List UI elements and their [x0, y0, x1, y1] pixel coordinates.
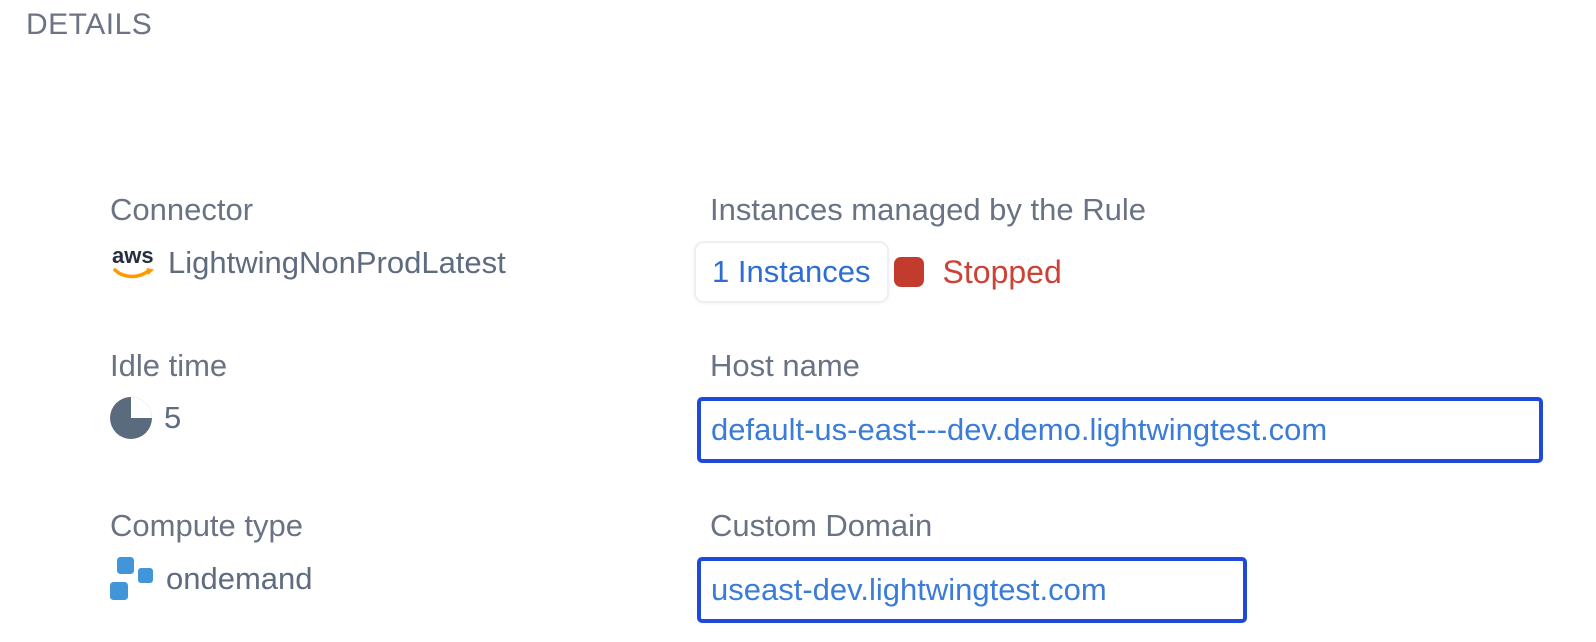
- page-title: DETAILS: [26, 8, 153, 41]
- connector-label: Connector: [110, 192, 254, 227]
- idle-time-value: 5: [164, 400, 182, 435]
- stopped-square-icon: [893, 257, 924, 287]
- compute-type-label: Compute type: [110, 508, 303, 543]
- instances-label: Instances managed by the Rule: [710, 192, 1146, 227]
- instances-status-text: Stopped: [942, 253, 1062, 290]
- idle-pie-icon: [110, 397, 152, 439]
- field-host-name: Host name default-us-east---dev.demo.lig…: [697, 346, 1543, 463]
- instances-count-link[interactable]: 1 Instances: [694, 241, 889, 303]
- field-idle-time: Idle time 5: [110, 346, 227, 439]
- idle-time-label: Idle time: [110, 348, 228, 383]
- field-instances: Instances managed by the Rule 1 Instance…: [694, 190, 1146, 303]
- custom-domain-label: Custom Domain: [710, 508, 933, 543]
- field-compute-type: Compute type ondemand: [110, 506, 313, 600]
- connector-value: LightwingNonProdLatest: [168, 245, 506, 280]
- aws-logo-icon: aws: [112, 243, 154, 279]
- custom-domain-link[interactable]: useast-dev.lightwingtest.com: [697, 557, 1247, 623]
- compute-type-value: ondemand: [166, 560, 313, 596]
- field-custom-domain: Custom Domain useast-dev.lightwingtest.c…: [697, 506, 1247, 623]
- host-name-link[interactable]: default-us-east---dev.demo.lightwingtest…: [697, 397, 1543, 463]
- field-connector: Connector aws LightwingNonProdLatest: [110, 190, 506, 285]
- host-name-label: Host name: [710, 348, 860, 383]
- compute-blocks-icon: [110, 557, 153, 600]
- svg-text:aws: aws: [112, 243, 154, 268]
